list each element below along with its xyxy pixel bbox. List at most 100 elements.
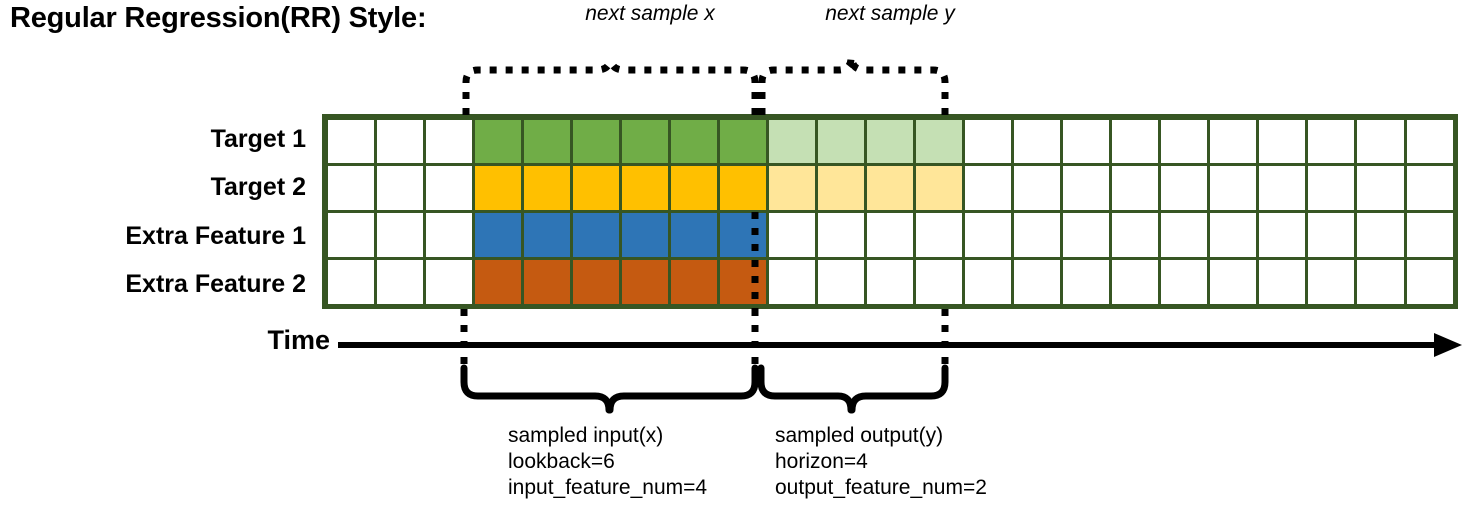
- grid-cell: [1210, 166, 1257, 210]
- sampled-input-line-3: input_feature_num=4: [508, 476, 708, 499]
- grid-cell: [327, 213, 374, 257]
- grid-cell: [1259, 213, 1306, 257]
- grid-cell: [1161, 213, 1208, 257]
- time-axis-label: Time: [267, 325, 330, 355]
- grid-cell: [670, 119, 717, 164]
- grid-cell: [572, 213, 619, 257]
- grid-cell: [1308, 259, 1355, 304]
- grid-cell: [425, 259, 472, 304]
- grid-cell: [1406, 166, 1453, 210]
- grid-cell: [1406, 213, 1453, 257]
- grid-cell: [1014, 119, 1061, 164]
- grid-cell: [327, 166, 374, 210]
- grid-cell: [1259, 259, 1306, 304]
- grid-cell: [867, 213, 914, 257]
- grid-cell: [425, 213, 472, 257]
- grid-cell: [768, 259, 815, 304]
- brace-next-sample-y-top: [758, 57, 949, 115]
- grid-cell: [768, 213, 815, 257]
- grid-cell: [670, 213, 717, 257]
- grid-cell: [768, 166, 815, 210]
- grid-cell: [376, 259, 423, 304]
- grid-cell: [1210, 259, 1257, 304]
- grid-cell: [474, 166, 521, 210]
- grid-cell: [523, 166, 570, 210]
- grid-cell: [916, 259, 963, 304]
- grid-cell: [1308, 119, 1355, 164]
- brace-sampled-input: [460, 364, 759, 414]
- grid-cell: [1161, 259, 1208, 304]
- grid-cell: [867, 259, 914, 304]
- grid-cell: [1112, 213, 1159, 257]
- grid-cell: [1063, 166, 1110, 210]
- grid-cell: [719, 119, 766, 164]
- grid-row-target-2: [326, 165, 1454, 212]
- grid-cell: [670, 166, 717, 210]
- grid-cell: [621, 259, 668, 304]
- grid-cell: [474, 119, 521, 164]
- sampled-input-line-1: sampled input(x): [508, 424, 664, 447]
- grid-cell: [916, 213, 963, 257]
- grid-cell: [1112, 259, 1159, 304]
- time-axis-arrow: [338, 333, 1462, 357]
- grid-cell: [1308, 213, 1355, 257]
- grid-cell: [1112, 119, 1159, 164]
- row-label-extra-feature-2: Extra Feature 2: [125, 270, 306, 298]
- grid-cell: [523, 213, 570, 257]
- grid-cell: [425, 166, 472, 210]
- sampled-input-line-2: lookback=6: [508, 450, 615, 473]
- grid-cell: [817, 259, 865, 304]
- row-label-extra-feature-1: Extra Feature 1: [125, 222, 306, 250]
- grid-cell: [1014, 213, 1061, 257]
- page-title: Regular Regression(RR) Style:: [10, 2, 427, 34]
- grid-cell: [1357, 119, 1404, 164]
- sampled-output-line-1: sampled output(y): [775, 424, 944, 447]
- grid-cell: [965, 259, 1012, 304]
- grid-cell: [1308, 166, 1355, 210]
- brace-sampled-output: [757, 364, 949, 414]
- grid-cell: [1161, 166, 1208, 210]
- grid-cell: [1063, 119, 1110, 164]
- grid-cell: [916, 166, 963, 210]
- row-label-target-2: Target 2: [210, 173, 306, 201]
- grid-cell: [719, 213, 766, 257]
- grid-cell: [1112, 166, 1159, 210]
- grid-cell: [1357, 259, 1404, 304]
- grid-cell: [719, 259, 766, 304]
- grid-cell: [327, 259, 374, 304]
- grid-cell: [621, 119, 668, 164]
- grid-cell: [1063, 259, 1110, 304]
- grid-cell: [965, 119, 1012, 164]
- grid-cell: [1357, 166, 1404, 210]
- annotation-sampled-output: sampled output(y) horizon=4 output_featu…: [775, 423, 987, 501]
- grid-row-target-1: [326, 118, 1454, 165]
- grid-cell: [1014, 259, 1061, 304]
- grid-cell: [474, 213, 521, 257]
- grid-cell: [1259, 119, 1306, 164]
- grid-cell: [425, 119, 472, 164]
- grid-cell: [1210, 213, 1257, 257]
- timeline-grid: [322, 114, 1458, 309]
- grid-cell: [965, 166, 1012, 210]
- grid-cell: [867, 166, 914, 210]
- grid-cell: [376, 119, 423, 164]
- annotation-sampled-input: sampled input(x) lookback=6 input_featur…: [508, 423, 707, 501]
- grid-cell: [1014, 166, 1061, 210]
- grid-cell: [1063, 213, 1110, 257]
- grid-cell: [523, 119, 570, 164]
- row-label-target-1: Target 1: [210, 125, 306, 153]
- grid-cell: [867, 119, 914, 164]
- grid-cell: [621, 213, 668, 257]
- grid-row-extra-feature-2: [326, 258, 1454, 305]
- grid-cell: [572, 259, 619, 304]
- grid-cell: [817, 166, 865, 210]
- grid-cell: [376, 166, 423, 210]
- annotation-next-sample-y: next sample y: [825, 2, 955, 25]
- grid-cell: [1161, 119, 1208, 164]
- grid-cell: [1357, 213, 1404, 257]
- grid-cell: [719, 166, 766, 210]
- grid-cell: [1210, 119, 1257, 164]
- grid-cell: [965, 213, 1012, 257]
- row-label-column: Target 1 Target 2 Extra Feature 1 Extra …: [0, 115, 322, 309]
